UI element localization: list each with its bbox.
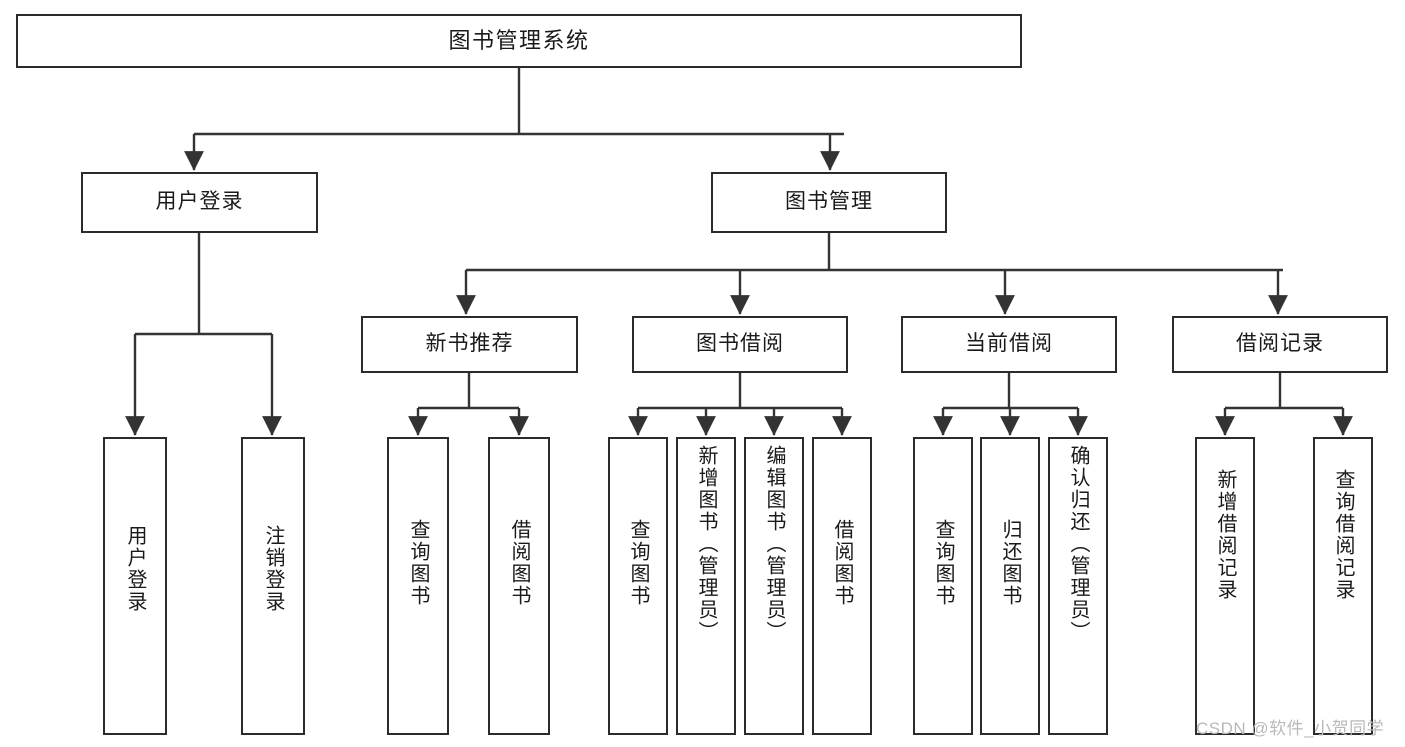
leaf-user-login[interactable]: 用户登录 <box>103 437 167 735</box>
node-borrow-record-label: 借阅记录 <box>1236 332 1324 356</box>
leaf-query-book-2[interactable]: 查询图书 <box>608 437 668 735</box>
leaf-borrow-book-1[interactable]: 借阅图书 <box>488 437 550 735</box>
leaf-edit-book[interactable]: 编辑图书（管理员） <box>744 437 804 735</box>
leaf-confirm-return-label: 确认归还（管理员） <box>1067 445 1089 643</box>
leaf-query-record-label: 查询借阅记录 <box>1332 469 1354 601</box>
leaf-query-book-1[interactable]: 查询图书 <box>387 437 449 735</box>
leaf-add-book[interactable]: 新增图书（管理员） <box>676 437 736 735</box>
node-book-mgmt-label: 图书管理 <box>785 190 873 214</box>
node-current-borrow[interactable]: 当前借阅 <box>901 316 1117 373</box>
node-book-borrow-label: 图书借阅 <box>696 332 784 356</box>
leaf-borrow-book-2[interactable]: 借阅图书 <box>812 437 872 735</box>
leaf-user-logout-label: 注销登录 <box>262 525 284 613</box>
node-book-borrow[interactable]: 图书借阅 <box>632 316 848 373</box>
leaf-confirm-return[interactable]: 确认归还（管理员） <box>1048 437 1108 735</box>
leaf-query-book-2-label: 查询图书 <box>627 519 649 607</box>
leaf-edit-book-label: 编辑图书（管理员） <box>763 445 785 643</box>
leaf-add-book-label: 新增图书（管理员） <box>695 445 717 643</box>
leaf-query-book-3[interactable]: 查询图书 <box>913 437 973 735</box>
node-login[interactable]: 用户登录 <box>81 172 318 233</box>
node-new-book-rec-label: 新书推荐 <box>425 332 514 356</box>
node-login-label: 用户登录 <box>155 190 244 214</box>
node-current-borrow-label: 当前借阅 <box>965 332 1053 356</box>
leaf-return-book-label: 归还图书 <box>999 519 1021 607</box>
leaf-query-book-3-label: 查询图书 <box>932 519 954 607</box>
leaf-add-record[interactable]: 新增借阅记录 <box>1195 437 1255 735</box>
node-root-label: 图书管理系统 <box>448 28 590 54</box>
leaf-return-book[interactable]: 归还图书 <box>980 437 1040 735</box>
leaf-add-record-label: 新增借阅记录 <box>1214 469 1236 601</box>
node-book-mgmt[interactable]: 图书管理 <box>711 172 947 233</box>
node-new-book-rec[interactable]: 新书推荐 <box>361 316 578 373</box>
leaf-user-login-label: 用户登录 <box>124 525 146 613</box>
leaf-borrow-book-2-label: 借阅图书 <box>831 519 853 607</box>
leaf-user-logout[interactable]: 注销登录 <box>241 437 305 735</box>
leaf-query-record[interactable]: 查询借阅记录 <box>1313 437 1373 735</box>
leaf-query-book-1-label: 查询图书 <box>407 519 429 607</box>
node-borrow-record[interactable]: 借阅记录 <box>1172 316 1388 373</box>
leaf-borrow-book-1-label: 借阅图书 <box>508 519 530 607</box>
node-root[interactable]: 图书管理系统 <box>16 14 1022 68</box>
